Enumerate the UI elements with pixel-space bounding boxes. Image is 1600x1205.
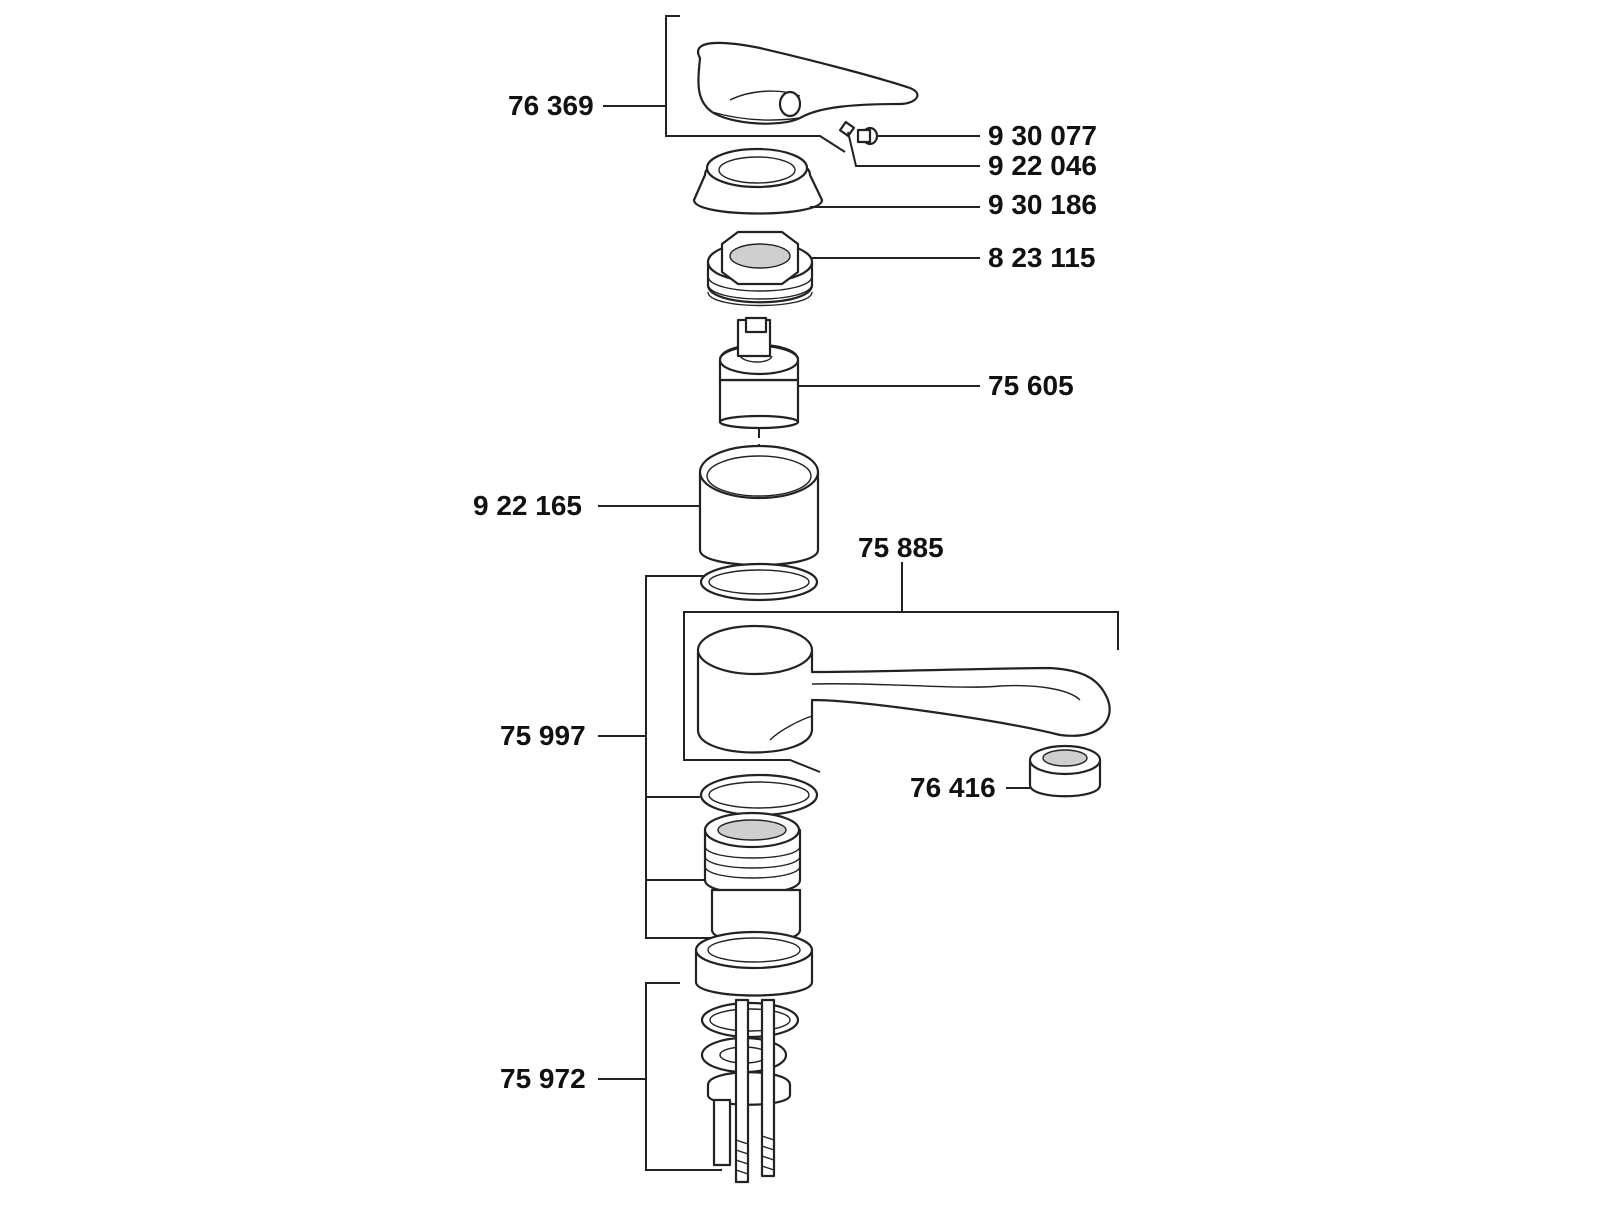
label-handle: 76 369 — [508, 90, 594, 121]
handle-drawing — [697, 41, 919, 125]
mounting-kit-bracket — [645, 982, 722, 1171]
label-cover-ring: 9 30 186 — [988, 189, 1097, 220]
label-cartridge: 75 605 — [988, 370, 1074, 401]
cover-ring-drawing — [692, 147, 824, 215]
cap-plug-drawing — [838, 120, 856, 138]
cartridge-drawing — [718, 316, 800, 430]
seal-set-bracket — [645, 575, 712, 939]
handle-bracket — [665, 15, 846, 153]
sleeve-drawing — [698, 444, 820, 602]
spout-drawing — [696, 624, 1111, 754]
label-mounting-kit: 75 972 — [500, 1063, 586, 1094]
label-cap-plug: 9 22 046 — [988, 150, 1097, 181]
screw-drawing — [856, 126, 879, 146]
label-seal-set: 75 997 — [500, 720, 586, 751]
mounting-kit-drawing — [700, 998, 800, 1184]
label-nut: 8 23 115 — [988, 242, 1096, 273]
aerator-drawing — [1028, 744, 1102, 798]
nut-drawing — [706, 230, 814, 307]
label-spout: 75 885 — [858, 532, 944, 563]
spout-bracket — [683, 611, 1119, 773]
label-sleeve: 9 22 165 — [473, 490, 582, 521]
seal-set-drawing — [694, 773, 819, 997]
label-aerator: 76 416 — [910, 772, 996, 803]
label-screw: 9 30 077 — [988, 120, 1097, 151]
